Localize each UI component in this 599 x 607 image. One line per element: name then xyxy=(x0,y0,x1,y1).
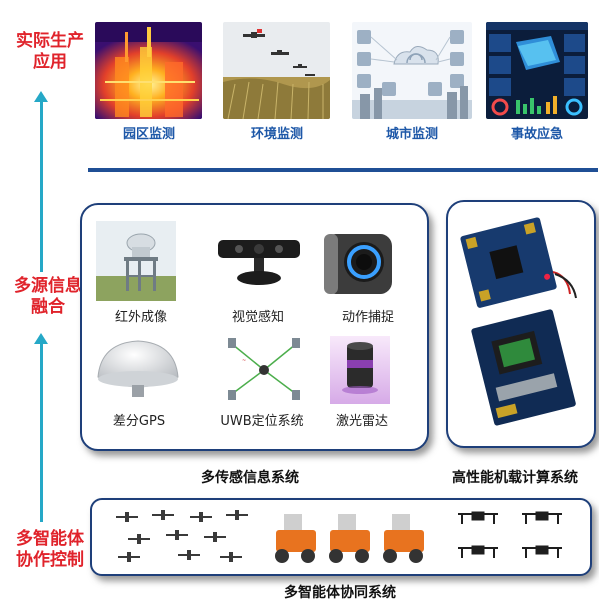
fusion-label: 多源信息 融合 xyxy=(0,276,96,318)
fixed-wing-swarm-image xyxy=(108,506,258,566)
sensing-section-title: 多传感信息系统 xyxy=(201,470,299,486)
emergency-dashboard-image xyxy=(486,22,588,119)
cooperation-section-title: 多智能体协同系统 xyxy=(284,585,396,601)
app-label-city: 城市监测 xyxy=(385,127,438,142)
sensor-label-infrared: 红外成像 xyxy=(114,310,167,325)
fusion-label-line1: 多源信息 xyxy=(14,276,82,296)
control-label: 多智能体 协作控制 xyxy=(2,529,98,571)
quadrotor-team-image xyxy=(450,506,580,568)
app-label-park: 园区监测 xyxy=(122,127,175,142)
fusion-label-line2: 融合 xyxy=(31,297,65,317)
thermal-park-image xyxy=(95,22,202,119)
sensor-label-mocap: 动作捕捉 xyxy=(341,310,394,325)
separator-line xyxy=(88,168,598,172)
lower-arrow-head-icon xyxy=(34,333,48,344)
gps-antenna-image xyxy=(93,335,183,403)
control-label-line2: 协作控制 xyxy=(16,550,84,570)
application-label-line2: 应用 xyxy=(33,52,67,72)
app-label-emergency: 事故应急 xyxy=(510,127,563,142)
sensor-label-lidar: 激光雷达 xyxy=(335,414,388,429)
drone-farmland-image xyxy=(223,22,330,119)
svg-text:~: ~ xyxy=(242,358,246,364)
infrared-camera-image xyxy=(96,221,176,301)
motion-capture-camera-image xyxy=(318,228,398,298)
smart-city-image xyxy=(352,22,472,119)
uwb-network-image: ~ xyxy=(214,332,314,407)
ground-robot-team-image xyxy=(270,508,430,568)
sensor-label-vision: 视觉感知 xyxy=(231,310,284,325)
lidar-image xyxy=(330,336,390,404)
onboard-computer-image xyxy=(458,214,583,434)
application-label: 实际生产 应用 xyxy=(2,31,98,73)
upper-arrow-head-icon xyxy=(34,91,48,102)
lower-arrow-shaft xyxy=(40,342,43,522)
sensor-label-gps: 差分GPS xyxy=(112,414,166,429)
sensor-label-uwb: UWB定位系统 xyxy=(220,414,304,429)
application-label-line1: 实际生产 xyxy=(16,31,84,51)
depth-camera-image xyxy=(214,232,304,292)
computing-section-title: 高性能机载计算系统 xyxy=(452,470,578,486)
control-label-line1: 多智能体 xyxy=(16,529,84,549)
app-label-environment: 环境监测 xyxy=(250,127,303,142)
upper-arrow-shaft xyxy=(40,100,43,272)
